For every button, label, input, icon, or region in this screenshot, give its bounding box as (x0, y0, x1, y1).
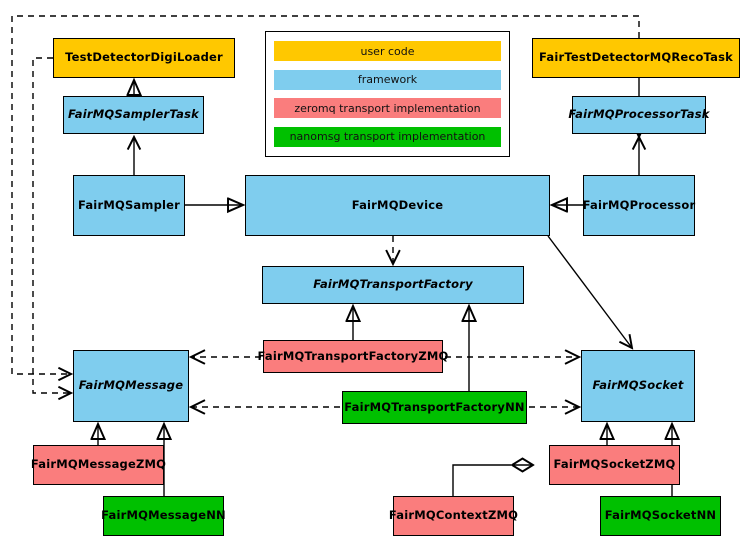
class-node-fairtestdetectormqrecotask[interactable]: FairTestDetectorMQRecoTask (532, 38, 740, 78)
class-node-label: FairMQMessageNN (101, 508, 226, 523)
class-node-label: FairMQSamplerTask (68, 107, 199, 122)
legend-label-nanomsg: nanomsg transport implementation (289, 130, 486, 144)
class-node-testdetectordigiloader[interactable]: TestDetectorDigiLoader (53, 38, 235, 78)
legend-panel: user code framework zeromq transport imp… (265, 31, 510, 157)
class-node-fairmqmessage[interactable]: FairMQMessage (73, 350, 189, 422)
legend-item-user-code: user code (274, 41, 501, 61)
legend-label-zeromq: zeromq transport implementation (294, 101, 481, 115)
class-node-fairmqtransportfactorynn[interactable]: FairMQTransportFactoryNN (342, 391, 527, 424)
class-node-label: FairMQTransportFactoryNN (344, 399, 525, 414)
class-node-fairmqdevice[interactable]: FairMQDevice (245, 175, 550, 236)
legend-label-framework: framework (357, 73, 418, 87)
class-node-label: FairMQMessage (78, 378, 184, 393)
legend-label-user-code: user code (360, 44, 415, 58)
class-node-label: FairMQProcessor (582, 197, 696, 212)
class-node-label: FairTestDetectorMQRecoTask (539, 50, 733, 65)
legend-item-zeromq: zeromq transport implementation (274, 98, 501, 119)
class-node-fairmqsocketzmq[interactable]: FairMQSocketZMQ (549, 445, 680, 485)
class-node-fairmqtransportfactory[interactable]: FairMQTransportFactory (262, 266, 524, 304)
class-node-label: TestDetectorDigiLoader (65, 50, 223, 65)
edge-device-to-socket (547, 235, 632, 348)
class-node-fairmqsamplertask[interactable]: FairMQSamplerTask (63, 96, 204, 134)
class-node-label: FairMQSocketZMQ (553, 457, 676, 472)
class-node-fairmqmessagezmq[interactable]: FairMQMessageZMQ (30, 445, 167, 485)
class-node-label: FairMQSocketNN (604, 508, 717, 523)
class-node-label: FairMQSampler (77, 197, 181, 212)
class-node-fairmqsampler[interactable]: FairMQSampler (73, 175, 185, 236)
class-node-fairmqsocketnn[interactable]: FairMQSocketNN (600, 496, 721, 536)
class-node-label: FairMQDevice (351, 197, 444, 212)
legend-item-framework: framework (274, 69, 501, 90)
edge-contextzmq-to-socketzmq (452, 465, 533, 496)
class-node-fairmqsocket[interactable]: FairMQSocket (581, 350, 695, 422)
class-node-label: FairMQSocket (592, 378, 684, 393)
class-node-fairmqprocessortask[interactable]: FairMQProcessorTask (568, 96, 709, 134)
class-node-label: FairMQTransportFactory (313, 277, 473, 292)
legend-item-nanomsg: nanomsg transport implementation (274, 126, 501, 147)
class-node-label: FairMQTransportFactoryZMQ (257, 348, 449, 363)
class-node-label: FairMQProcessorTask (568, 107, 710, 122)
class-node-fairmqcontextzmq[interactable]: FairMQContextZMQ (389, 496, 518, 536)
class-node-fairmqprocessor[interactable]: FairMQProcessor (583, 175, 695, 236)
class-node-fairmqtransportfactoryzmq[interactable]: FairMQTransportFactoryZMQ (258, 340, 448, 373)
class-node-label: FairMQMessageZMQ (30, 457, 167, 472)
class-node-label: FairMQContextZMQ (388, 508, 519, 523)
class-node-fairmqmessagenn[interactable]: FairMQMessageNN (101, 496, 226, 536)
